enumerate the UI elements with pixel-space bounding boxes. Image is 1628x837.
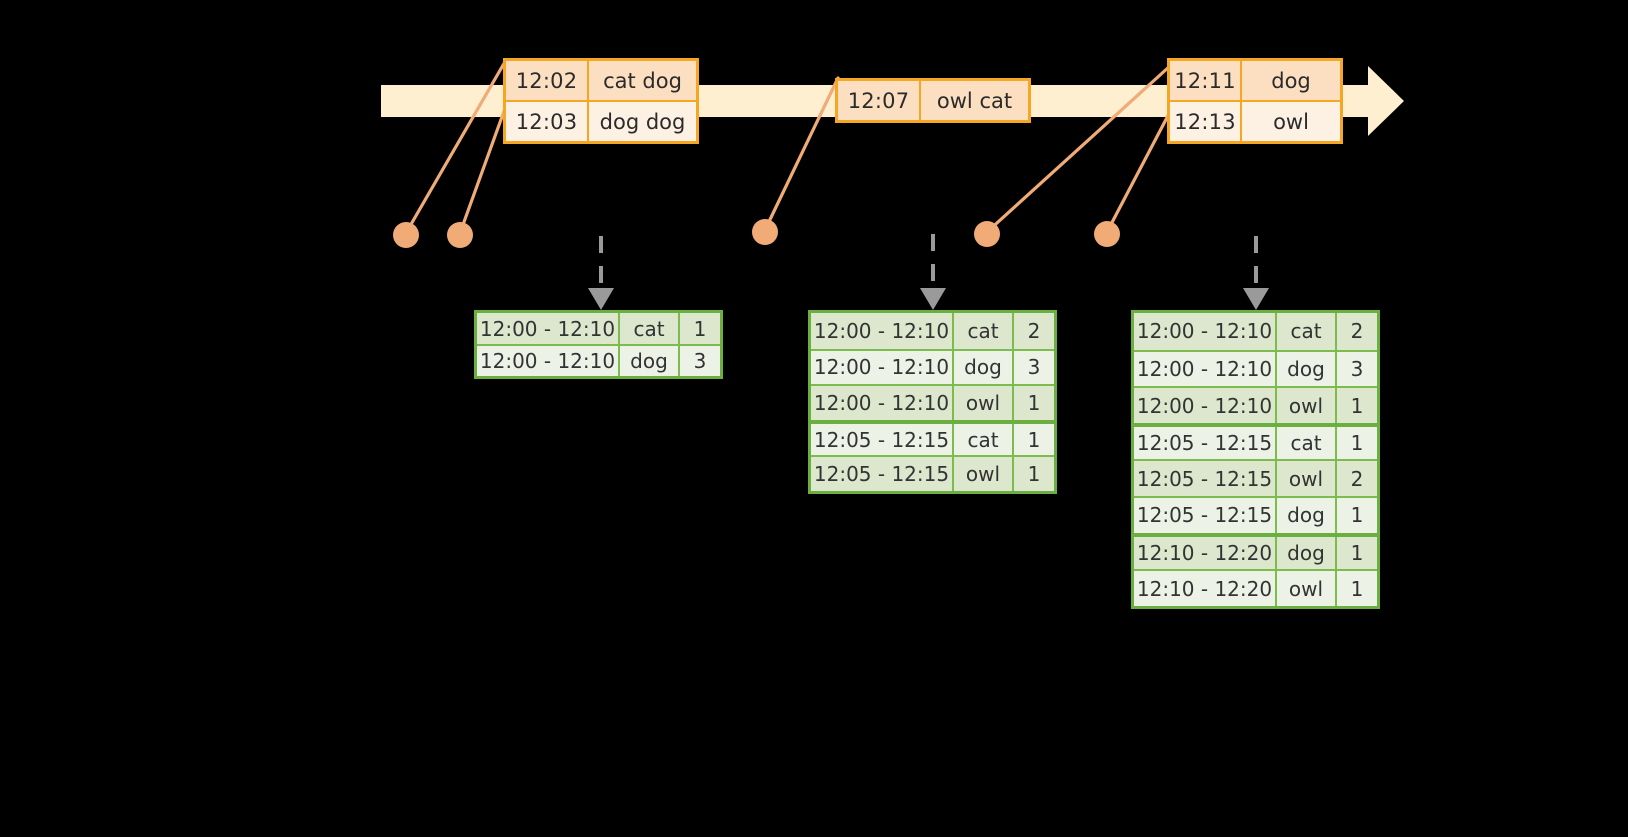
cell-window: 12:00 - 12:10 (477, 346, 620, 376)
cell-word: dog (1277, 351, 1337, 387)
cell-window: 12:00 - 12:10 (811, 313, 954, 349)
event-marker-12-02 (393, 222, 419, 248)
cell-count: 3 (693, 349, 707, 374)
cell-window: 12:00 - 12:10 (1134, 388, 1277, 423)
event-row: 12:02 cat dog (506, 61, 696, 100)
counts-table-2: 12:00 - 12:10 cat 2 12:00 - 12:10 dog 3 … (808, 310, 1057, 494)
cell-count: 1 (1027, 462, 1041, 487)
event-row: 12:03 dog dog (506, 100, 696, 141)
cell-count: 1 (1027, 427, 1041, 452)
cell-count: 1 (1350, 431, 1364, 456)
cell-window: 12:00 - 12:10 (811, 350, 954, 385)
table-row: 12:00 - 12:10 cat 1 (477, 313, 720, 345)
dashed-arrow-to-table-2 (920, 234, 946, 310)
event-time: 12:13 (1170, 102, 1242, 141)
cell-window: 12:00 - 12:10 (1134, 313, 1277, 350)
cell-count: 1 (1350, 393, 1364, 418)
cell-word: cat (954, 423, 1014, 456)
cell-word: cat (954, 313, 1014, 349)
event-row: 12:07 owl cat (838, 81, 1028, 120)
event-time: 12:07 (838, 81, 921, 120)
cell-window: 12:05 - 12:15 (1134, 461, 1277, 497)
cell-word: cat (1277, 426, 1337, 460)
cell-count: 2 (1350, 319, 1364, 344)
event-marker-12-13 (1094, 221, 1120, 247)
table-row: 12:00 - 12:10 dog 3 (1134, 349, 1377, 387)
table-row: 12:00 - 12:10 cat 2 (811, 313, 1054, 349)
event-marker-12-11 (974, 221, 1000, 247)
cell-count: 1 (1350, 541, 1364, 566)
cell-word: dog (954, 350, 1014, 385)
counts-table-1: 12:00 - 12:10 cat 1 12:00 - 12:10 dog 3 (474, 310, 723, 379)
event-words: owl cat (936, 88, 1013, 113)
cell-count: 1 (1027, 390, 1041, 415)
table-row: 12:00 - 12:10 dog 3 (811, 348, 1054, 385)
cell-count: 1 (693, 316, 707, 341)
table-row: 12:05 - 12:15 owl 1 (811, 455, 1054, 491)
cell-count: 1 (1350, 576, 1364, 601)
cell-word: owl (1277, 388, 1337, 423)
cell-window: 12:00 - 12:10 (1134, 351, 1277, 387)
cell-window: 12:10 - 12:20 (1134, 571, 1277, 607)
cell-word: owl (1277, 571, 1337, 607)
table-row: 12:00 - 12:10 dog 3 (477, 344, 720, 376)
event-time: 12:03 (506, 102, 589, 141)
cell-word: cat (620, 313, 680, 345)
table-row: 12:00 - 12:10 owl 1 (811, 384, 1054, 420)
cell-word: owl (954, 457, 1014, 491)
counts-table-3: 12:00 - 12:10 cat 2 12:00 - 12:10 dog 3 … (1131, 310, 1380, 609)
cell-word: dog (620, 346, 680, 376)
cell-window: 12:05 - 12:15 (1134, 498, 1277, 533)
table-row: 12:05 - 12:15 owl 2 (1134, 459, 1377, 497)
event-words: cat dog (603, 68, 682, 93)
event-row: 12:11 dog (1170, 61, 1340, 100)
event-group-3: 12:11 dog 12:13 owl (1167, 58, 1343, 144)
table-row: 12:05 - 12:15 cat 1 (1134, 422, 1377, 460)
event-time: 12:11 (1170, 61, 1242, 100)
event-time: 12:02 (506, 61, 589, 100)
table-row: 12:05 - 12:15 dog 1 (1134, 496, 1377, 533)
table-row: 12:05 - 12:15 cat 1 (811, 419, 1054, 456)
cell-window: 12:10 - 12:20 (1134, 536, 1277, 570)
table-row: 12:10 - 12:20 dog 1 (1134, 532, 1377, 570)
table-row: 12:10 - 12:20 owl 1 (1134, 569, 1377, 607)
cell-count: 1 (1350, 503, 1364, 528)
cell-word: owl (954, 386, 1014, 420)
cell-count: 2 (1027, 318, 1041, 343)
event-words: dog dog (599, 109, 686, 134)
cell-count: 2 (1350, 466, 1364, 491)
table-row: 12:00 - 12:10 owl 1 (1134, 386, 1377, 423)
cell-word: owl (1277, 461, 1337, 497)
event-words: owl (1273, 109, 1309, 134)
dashed-arrow-to-table-1 (588, 236, 614, 310)
cell-count: 3 (1027, 355, 1041, 380)
cell-window: 12:00 - 12:10 (477, 313, 620, 345)
cell-word: dog (1277, 498, 1337, 533)
event-marker-12-03 (447, 222, 473, 248)
event-words: dog (1271, 68, 1311, 93)
cell-window: 12:05 - 12:15 (811, 457, 954, 491)
cell-window: 12:05 - 12:15 (811, 423, 954, 456)
cell-word: cat (1277, 313, 1337, 350)
cell-window: 12:05 - 12:15 (1134, 426, 1277, 460)
table-row: 12:00 - 12:10 cat 2 (1134, 313, 1377, 350)
event-markers (393, 219, 1120, 248)
event-row: 12:13 owl (1170, 100, 1340, 141)
cell-window: 12:00 - 12:10 (811, 386, 954, 420)
event-marker-12-07 (752, 219, 778, 245)
dashed-arrows (588, 234, 1269, 310)
cell-word: dog (1277, 536, 1337, 570)
dashed-arrow-to-table-3 (1243, 236, 1269, 310)
event-group-2: 12:07 owl cat (835, 78, 1031, 123)
event-group-1: 12:02 cat dog 12:03 dog dog (503, 58, 699, 144)
cell-count: 3 (1350, 356, 1364, 381)
